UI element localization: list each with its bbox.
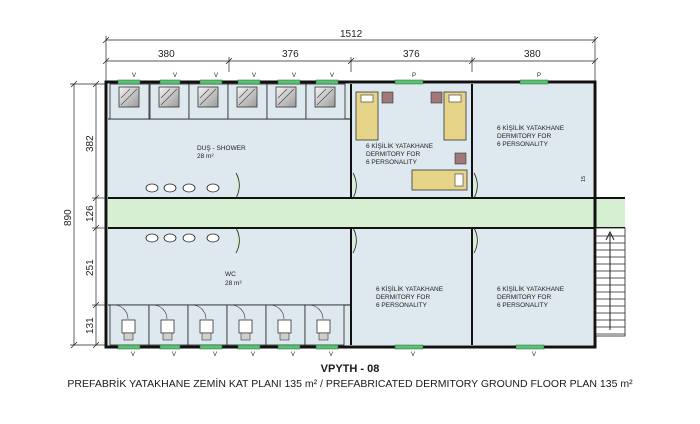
dorm-label-line2: DERMITORY FOR (376, 294, 430, 301)
window-mark: V (330, 73, 334, 79)
dorm-label-line3: 6 PERSONALITY (376, 302, 428, 309)
dim-top-segment: 380 (524, 49, 541, 60)
window (199, 79, 223, 85)
dim-total-width: 1512 (340, 29, 363, 40)
plan-title: PREFABRİK YATAKHANE ZEMİN KAT PLANI 135 … (67, 378, 633, 390)
dorm-room-top-right (472, 84, 593, 198)
window (237, 79, 261, 85)
dorm-label-line3: 6 PERSONALITY (366, 159, 418, 166)
shower-room-name: DUŞ - SHOWER (197, 145, 246, 152)
shower-cubicle (109, 83, 150, 120)
window-mark: V (291, 352, 295, 358)
window-mark: V (329, 352, 333, 358)
wc-cubicle (226, 304, 267, 346)
dim-total-height: 890 (63, 209, 74, 226)
window (394, 344, 424, 350)
dorm-label-line2: DERMITORY FOR (497, 294, 551, 301)
window (117, 79, 141, 85)
dorm-label-line3: 6 PERSONALITY (497, 141, 549, 148)
dorm-label-line1: 6 KİŞİLİK YATAKHANE (497, 123, 565, 132)
window (277, 344, 301, 350)
dorm-label-line3: 6 PERSONALITY (497, 302, 549, 309)
window-mark: V (173, 73, 177, 79)
window (159, 344, 181, 350)
dorm-room-bottom-center (351, 228, 472, 345)
window (394, 79, 424, 85)
dim-left-segment: 382 (85, 135, 96, 152)
window-mark: V (172, 352, 176, 358)
dorm-room-bottom-right (472, 228, 593, 345)
wc-cubicles (109, 304, 345, 346)
bed (443, 91, 467, 141)
wc-cubicle (304, 304, 345, 346)
window (315, 344, 339, 350)
stair-mark: 15 (581, 176, 587, 182)
shower-cubicle (305, 83, 346, 120)
sinks (145, 183, 220, 243)
window (515, 344, 545, 350)
dorm-label-line1: 6 KİŞİLİK YATAKHANE (376, 284, 444, 293)
windows: V V V V V V P P V V V V V V V V (117, 73, 549, 358)
window-mark: V (292, 73, 296, 79)
door-swings (235, 172, 478, 254)
dorm-label-line1: 6 KİŞİLİK YATAKHANE (366, 141, 434, 150)
dim-left-segment: 126 (85, 205, 96, 222)
window-mark: V (132, 73, 136, 79)
plan-code: VPYTH - 08 (320, 363, 380, 375)
window (159, 79, 181, 85)
corridor (108, 198, 593, 228)
nightstand (381, 91, 394, 104)
window-mark: V (131, 352, 135, 358)
wc-cubicle (148, 304, 189, 346)
top-dimensions (102, 36, 599, 82)
window (117, 344, 141, 350)
dim-top-segment: 376 (282, 49, 299, 60)
window (277, 79, 301, 85)
dorm-label-line2: DERMITORY FOR (366, 151, 420, 158)
stairs (595, 227, 626, 337)
window-mark: V (252, 73, 256, 79)
room-fills (108, 84, 625, 345)
dim-top-segment: 380 (158, 49, 175, 60)
shower-cubicle (149, 83, 190, 120)
dorm-furniture (355, 91, 468, 191)
dim-left-segment: 131 (85, 317, 96, 334)
wc-cubicle (109, 304, 150, 346)
window (199, 344, 223, 350)
wc-room-name: WC (225, 271, 236, 278)
window-mark: V (411, 352, 415, 358)
stair-landing (593, 198, 625, 228)
shower-cubicle (188, 83, 229, 120)
room-labels: DUŞ - SHOWER 28 m² WC 28 m² 6 KİŞİLİK YA… (197, 123, 565, 309)
dim-left-segment: 251 (85, 259, 96, 276)
wc-cubicle (187, 304, 228, 346)
window (315, 79, 339, 85)
window-mark: V (251, 352, 255, 358)
nightstand (454, 152, 467, 165)
window (237, 344, 261, 350)
dorm-label-line1: 6 KİŞİLİK YATAKHANE (497, 284, 565, 293)
shower-cubicle (266, 83, 307, 120)
shower-cubicles (109, 83, 346, 120)
window-mark: V (213, 352, 217, 358)
window (519, 79, 549, 85)
left-dimensions (70, 80, 106, 349)
dim-top-segment: 376 (403, 49, 420, 60)
window-mark: P (537, 73, 541, 79)
wc-room-area: 28 m² (225, 280, 242, 287)
shower-cubicle (227, 83, 268, 120)
bed (355, 91, 379, 141)
wc-cubicle (265, 304, 306, 346)
window-mark: V (214, 73, 218, 79)
window-mark: V (532, 352, 536, 358)
nightstand (430, 91, 443, 104)
shower-room-area: 28 m² (197, 153, 214, 160)
window-mark: P (412, 73, 416, 79)
bed (411, 169, 468, 191)
dorm-label-line2: DERMITORY FOR (497, 133, 551, 140)
